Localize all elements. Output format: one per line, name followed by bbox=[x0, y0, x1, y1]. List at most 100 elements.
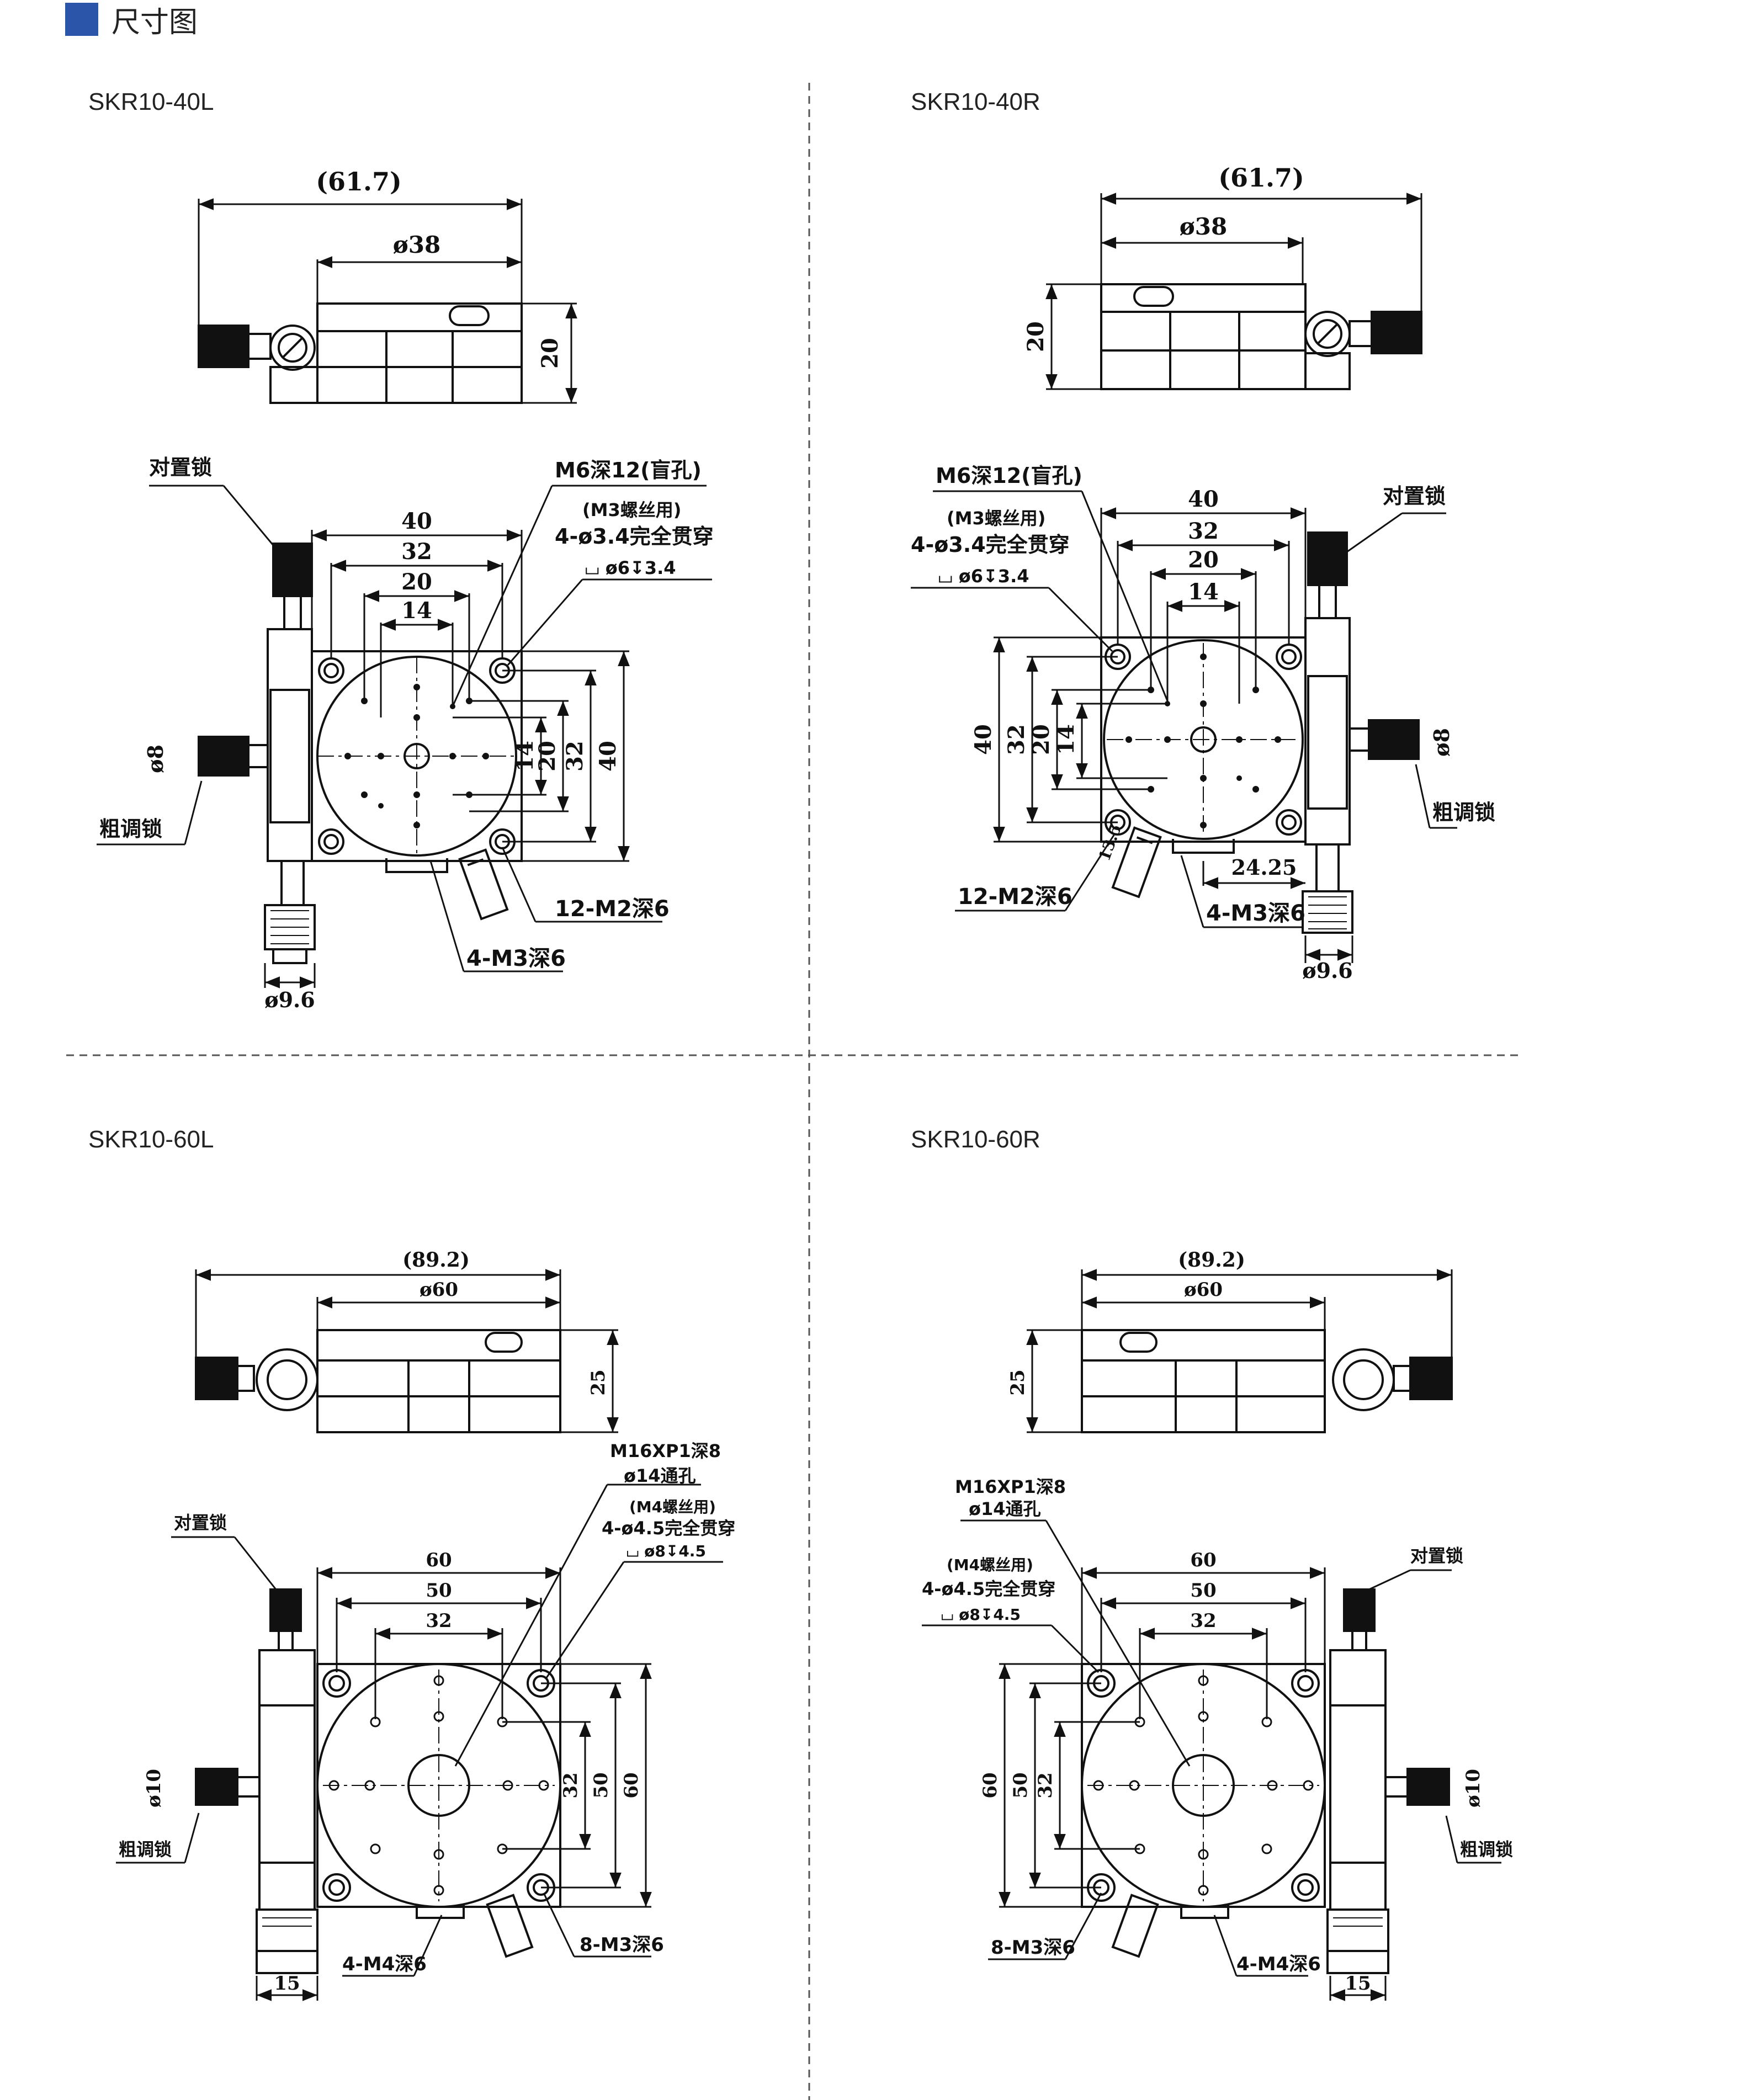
mount-note: (M4螺丝用) bbox=[947, 1556, 1033, 1574]
micrometer-housing bbox=[1304, 617, 1351, 846]
panel-title-60r: SKR10-60R bbox=[911, 1126, 1040, 1153]
side-view bbox=[1026, 1269, 1453, 1433]
opposed-lock-knob bbox=[1343, 1588, 1376, 1632]
mount-holes: 4-ø4.5完全贯穿 bbox=[602, 1518, 735, 1539]
micrometer-drum bbox=[1302, 890, 1353, 934]
lock-knob bbox=[1332, 1348, 1395, 1411]
counterbore: ⌴ ø6↧3.4 bbox=[585, 557, 676, 578]
dim-diameter: ø60 bbox=[1184, 1279, 1223, 1301]
dim-overall: (89.2) bbox=[402, 1248, 470, 1272]
section-title: 尺寸图 bbox=[112, 6, 198, 39]
opposed-lock-knob bbox=[269, 1588, 302, 1632]
label-coarse-lock: 粗调锁 bbox=[99, 817, 162, 841]
dim-height-3: 32 bbox=[1034, 1772, 1056, 1798]
mount-note: (M3螺丝用) bbox=[582, 499, 681, 520]
diagram-skr10-60l bbox=[116, 1269, 723, 2001]
holes-label-a: 4-M4深6 bbox=[342, 1953, 427, 1975]
holes-label-a: 12-M2深6 bbox=[958, 884, 1073, 910]
scale-block bbox=[385, 330, 454, 404]
dim-height-1: 40 bbox=[970, 724, 996, 755]
dim-micrometer: ø9.6 bbox=[1302, 958, 1352, 983]
rotary-table bbox=[1103, 639, 1304, 840]
dim-height: 20 bbox=[537, 338, 563, 369]
scale-block bbox=[1175, 1359, 1238, 1433]
knob-body bbox=[1409, 1357, 1453, 1400]
dim-height-3: 60 bbox=[620, 1772, 643, 1798]
dim-width-3: 20 bbox=[401, 569, 432, 595]
lock-slot bbox=[485, 1332, 523, 1353]
holes-label-b: 4-M4深6 bbox=[1236, 1953, 1321, 1975]
side-view bbox=[195, 1269, 619, 1433]
rotary-table bbox=[316, 1663, 561, 1908]
lock-slot bbox=[1133, 286, 1174, 307]
dim-height-2: 50 bbox=[1010, 1772, 1032, 1798]
dim-width-2: 32 bbox=[1188, 518, 1219, 544]
diagram-skr10-40l bbox=[97, 198, 712, 988]
dim-width-3: 20 bbox=[1188, 547, 1219, 573]
dim-width-1: 60 bbox=[426, 1549, 452, 1571]
opposed-lock-knob bbox=[1307, 531, 1348, 586]
label-coarse-lock: 粗调锁 bbox=[119, 1839, 172, 1860]
diagram-skr10-40r bbox=[911, 193, 1457, 963]
dim-micrometer: 15 bbox=[274, 1973, 300, 1995]
coarse-lock-knob bbox=[198, 736, 249, 777]
dim-diameter: ø38 bbox=[393, 231, 440, 258]
dim-width-3: 32 bbox=[1190, 1610, 1216, 1632]
dim-diameter: ø60 bbox=[420, 1279, 458, 1301]
micrometer-housing bbox=[1329, 1649, 1387, 1911]
dim-width-4: 14 bbox=[1188, 579, 1219, 605]
panel-title-60l: SKR10-60L bbox=[88, 1126, 214, 1153]
top-view bbox=[116, 1484, 723, 2001]
side-view bbox=[198, 198, 577, 404]
dim-height-3: 32 bbox=[562, 741, 588, 772]
label-opposed-lock: 对置锁 bbox=[174, 1512, 227, 1533]
lock-knob-inner bbox=[278, 333, 307, 363]
dim-width-1: 40 bbox=[1188, 486, 1219, 512]
dim-width-1: 60 bbox=[1190, 1549, 1216, 1571]
dim-height-1: 14 bbox=[512, 741, 538, 772]
label-coarse-lock: 粗调锁 bbox=[1432, 800, 1495, 825]
thread-callout: M6深12(盲孔) bbox=[555, 458, 702, 482]
dim-knob: ø10 bbox=[143, 1769, 165, 1807]
knob-body bbox=[195, 1357, 238, 1400]
dim-height-3: 20 bbox=[1028, 724, 1054, 755]
dim-overall: (61.7) bbox=[1218, 163, 1304, 193]
coarse-lock-knob bbox=[1368, 719, 1420, 760]
dim-knob: ø8 bbox=[1429, 728, 1454, 757]
knob-shaft bbox=[247, 333, 272, 360]
counterbore: ⌴ ø8↧4.5 bbox=[941, 1605, 1021, 1624]
dim-width-3: 32 bbox=[426, 1610, 452, 1632]
label-coarse-lock: 粗调锁 bbox=[1460, 1839, 1513, 1860]
dim-offset: 24.25 bbox=[1231, 855, 1297, 880]
mount-holes: 4-ø4.5完全贯穿 bbox=[922, 1578, 1055, 1599]
mount-holes: 4-ø3.4完全贯穿 bbox=[555, 524, 714, 549]
dim-micrometer: 15 bbox=[1345, 1973, 1371, 1995]
holes-label-a: 12-M2深6 bbox=[555, 896, 670, 922]
top-view bbox=[922, 1519, 1501, 2001]
counterbore: ⌴ ø6↧3.4 bbox=[938, 566, 1029, 587]
micrometer-housing bbox=[258, 1649, 316, 1911]
stage-body bbox=[1100, 283, 1307, 390]
side-view bbox=[1045, 193, 1422, 390]
dim-height-2: 32 bbox=[1004, 724, 1029, 755]
knob-body bbox=[1371, 311, 1422, 354]
knob-body bbox=[198, 325, 249, 368]
stage-body bbox=[1081, 1329, 1326, 1433]
stage-body bbox=[316, 1329, 561, 1433]
lock-slot bbox=[1119, 1332, 1158, 1353]
lock-knob bbox=[269, 325, 316, 371]
stage-body bbox=[316, 302, 523, 404]
label-opposed-lock: 对置锁 bbox=[1410, 1545, 1463, 1566]
top-view bbox=[911, 490, 1457, 963]
panel-title-40r: SKR10-40R bbox=[911, 88, 1040, 115]
dim-width-2: 50 bbox=[1190, 1580, 1216, 1602]
dim-height-4: 40 bbox=[595, 741, 621, 772]
mount-note: (M4螺丝用) bbox=[629, 1498, 716, 1516]
mount-note: (M3螺丝用) bbox=[947, 508, 1045, 529]
diagram-skr10-60r bbox=[922, 1269, 1501, 2001]
section-marker-icon bbox=[65, 3, 98, 36]
dim-height-2: 50 bbox=[590, 1772, 612, 1798]
micrometer-drum bbox=[1326, 1908, 1389, 1952]
thread-callout: M6深12(盲孔) bbox=[936, 464, 1082, 488]
